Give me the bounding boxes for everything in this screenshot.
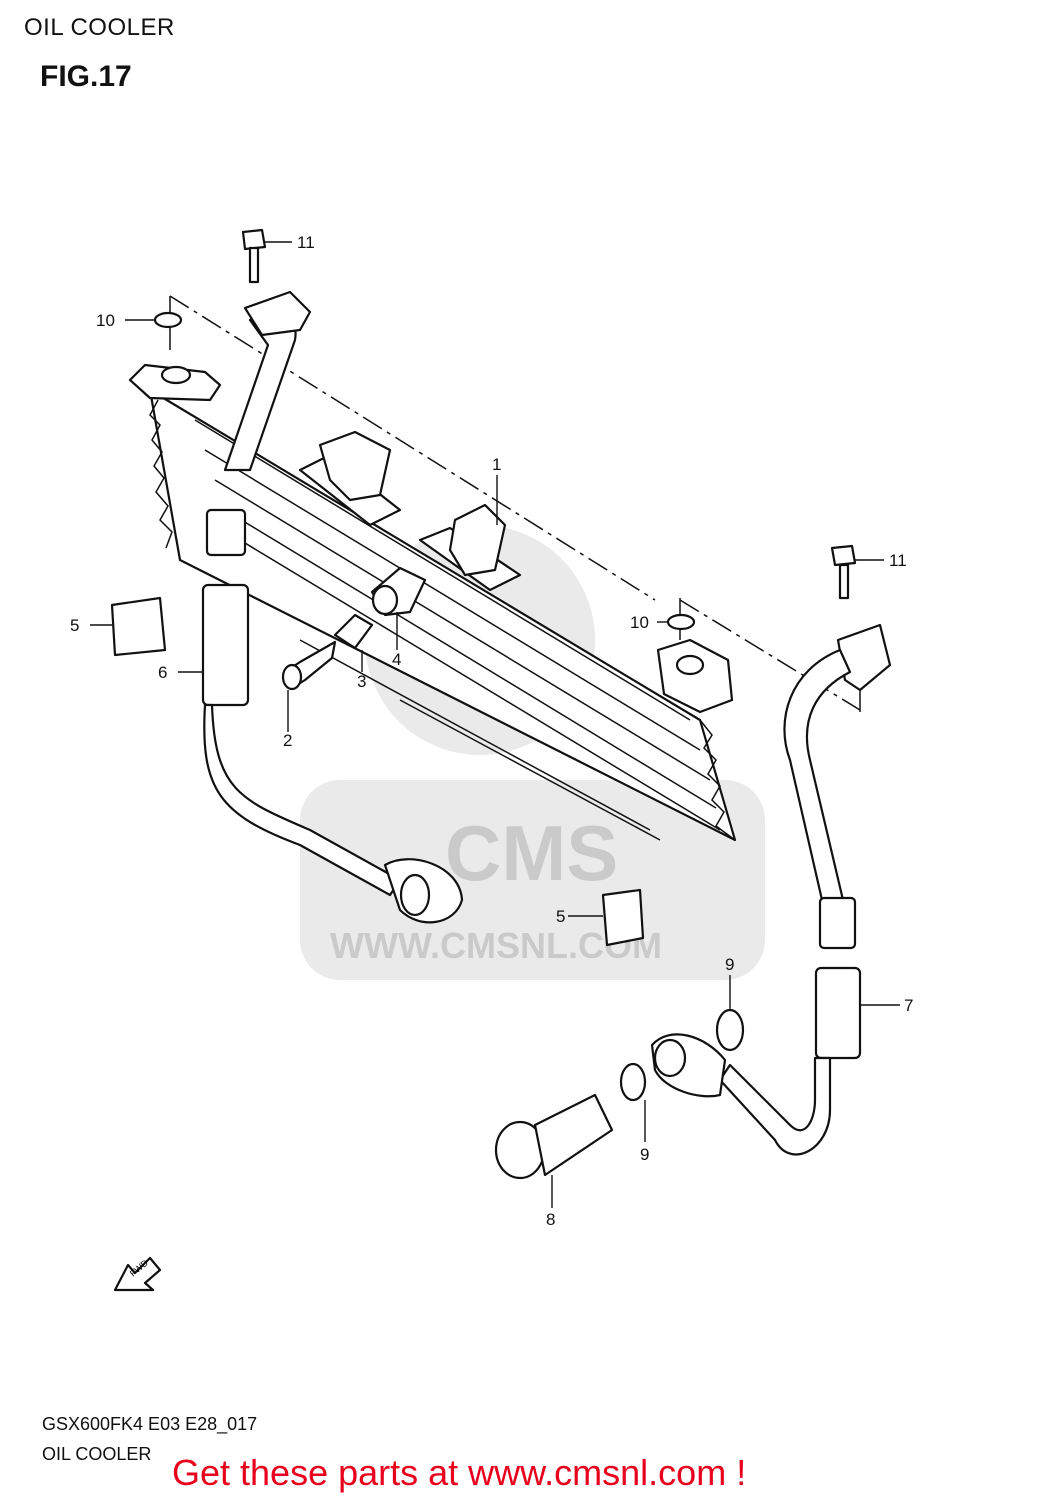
callout-2: 2: [283, 731, 292, 750]
mounting-bracket: [298, 430, 522, 592]
callout-9-lower: 9: [640, 1145, 649, 1164]
diagram-name: OIL COOLER: [42, 1444, 152, 1464]
cta-link-text[interactable]: Get these parts at www.cmsnl.com !: [172, 1452, 747, 1493]
bolts-orings: [153, 228, 857, 631]
leader-lines: [90, 241, 900, 1208]
hose-7: [650, 623, 892, 1156]
page-title: OIL COOLER: [24, 14, 175, 41]
callout-10-left: 10: [96, 311, 115, 330]
callout-9-upper: 9: [725, 955, 734, 974]
clamps: [110, 596, 645, 947]
callout-8: 8: [546, 1210, 555, 1229]
callout-6: 6: [158, 663, 167, 682]
watermark-brand: CMS: [445, 809, 618, 897]
figure-number: FIG.17: [40, 60, 132, 93]
callout-labels: 11 11 10 10 1 5 5 6 7 2 3 4 9 9 8: [70, 233, 913, 1229]
diagram-code: GSX600FK4 E03 E28_017: [42, 1414, 258, 1434]
hose-6: [201, 290, 464, 924]
oil-cooler-core: [128, 363, 737, 842]
banjo-bolt-and-washers: [494, 1008, 745, 1180]
callout-5-right: 5: [556, 907, 565, 926]
callout-10-right: 10: [630, 613, 649, 632]
callout-1: 1: [492, 455, 501, 474]
bolt-collar-cushion: [281, 566, 427, 691]
fwd-arrow-icon: FWD: [113, 1256, 162, 1292]
callout-11-right: 11: [889, 551, 907, 570]
callout-11-top: 11: [297, 233, 315, 252]
callout-3: 3: [357, 672, 366, 691]
callout-7: 7: [904, 996, 913, 1015]
callout-4: 4: [392, 650, 401, 669]
callout-5-left: 5: [70, 616, 79, 635]
